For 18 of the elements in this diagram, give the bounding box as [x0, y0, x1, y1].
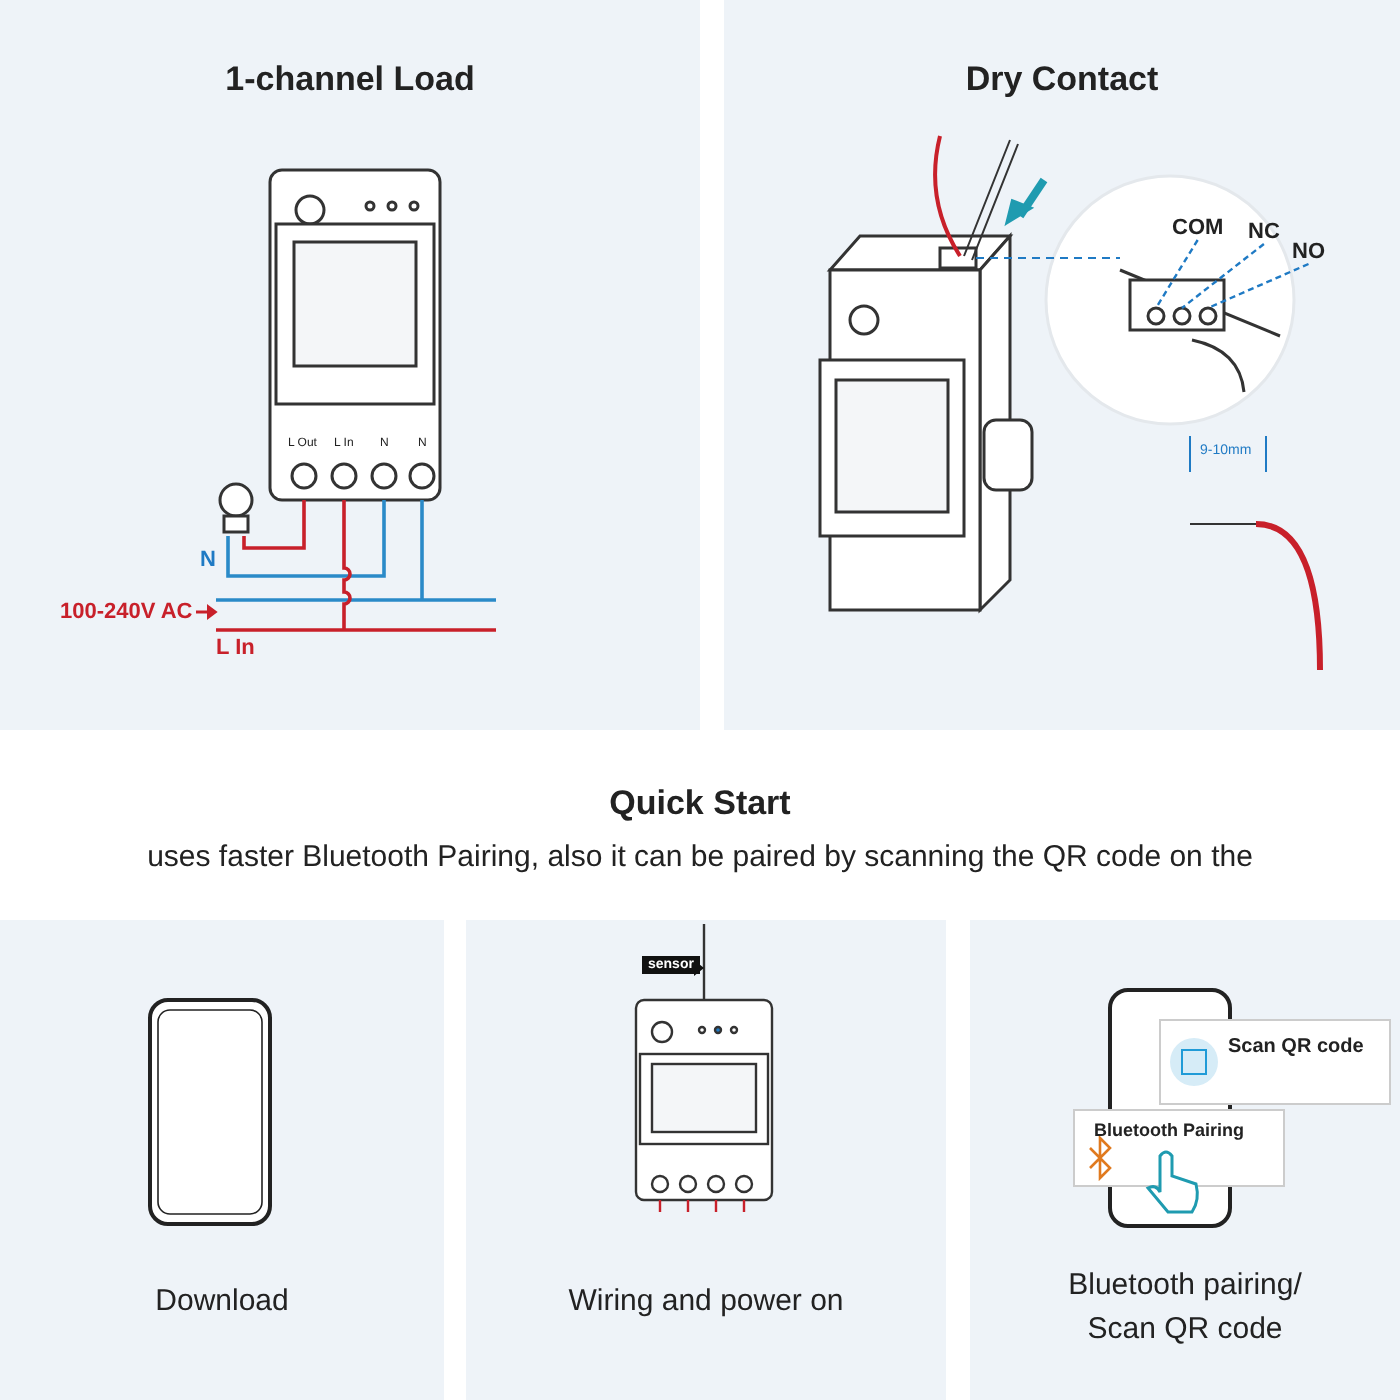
leader-line: [1181, 243, 1265, 309]
wire-label: N: [200, 548, 216, 572]
terminal-label: COM: [1172, 216, 1224, 240]
option-title: Scan QR code: [1228, 1036, 1364, 1058]
panel-heading: Wiring and power on: [566, 1284, 846, 1318]
panel-heading: 1-channel Load: [223, 60, 477, 100]
terminal-label: NO: [1292, 240, 1325, 264]
section-heading: Quick Start: [607, 784, 793, 824]
panel-heading: Download: [153, 1284, 291, 1318]
wire-label: L In: [216, 636, 255, 660]
panel-heading: Dry Contact: [963, 60, 1161, 100]
instruction-text: uses faster Bluetooth Pairing, also it can be paired by scanning the QR code on the: [145, 840, 1255, 874]
voltage-label: 100-240V AC: [60, 600, 193, 624]
option-title: Bluetooth Pairing: [1094, 1120, 1244, 1140]
leader-line: [1207, 262, 1309, 310]
terminal-label: NC: [1248, 220, 1280, 244]
leader-line: [1154, 239, 1199, 309]
panel-heading: Bluetooth pairing/ Scan QR code: [1066, 1266, 1304, 1350]
